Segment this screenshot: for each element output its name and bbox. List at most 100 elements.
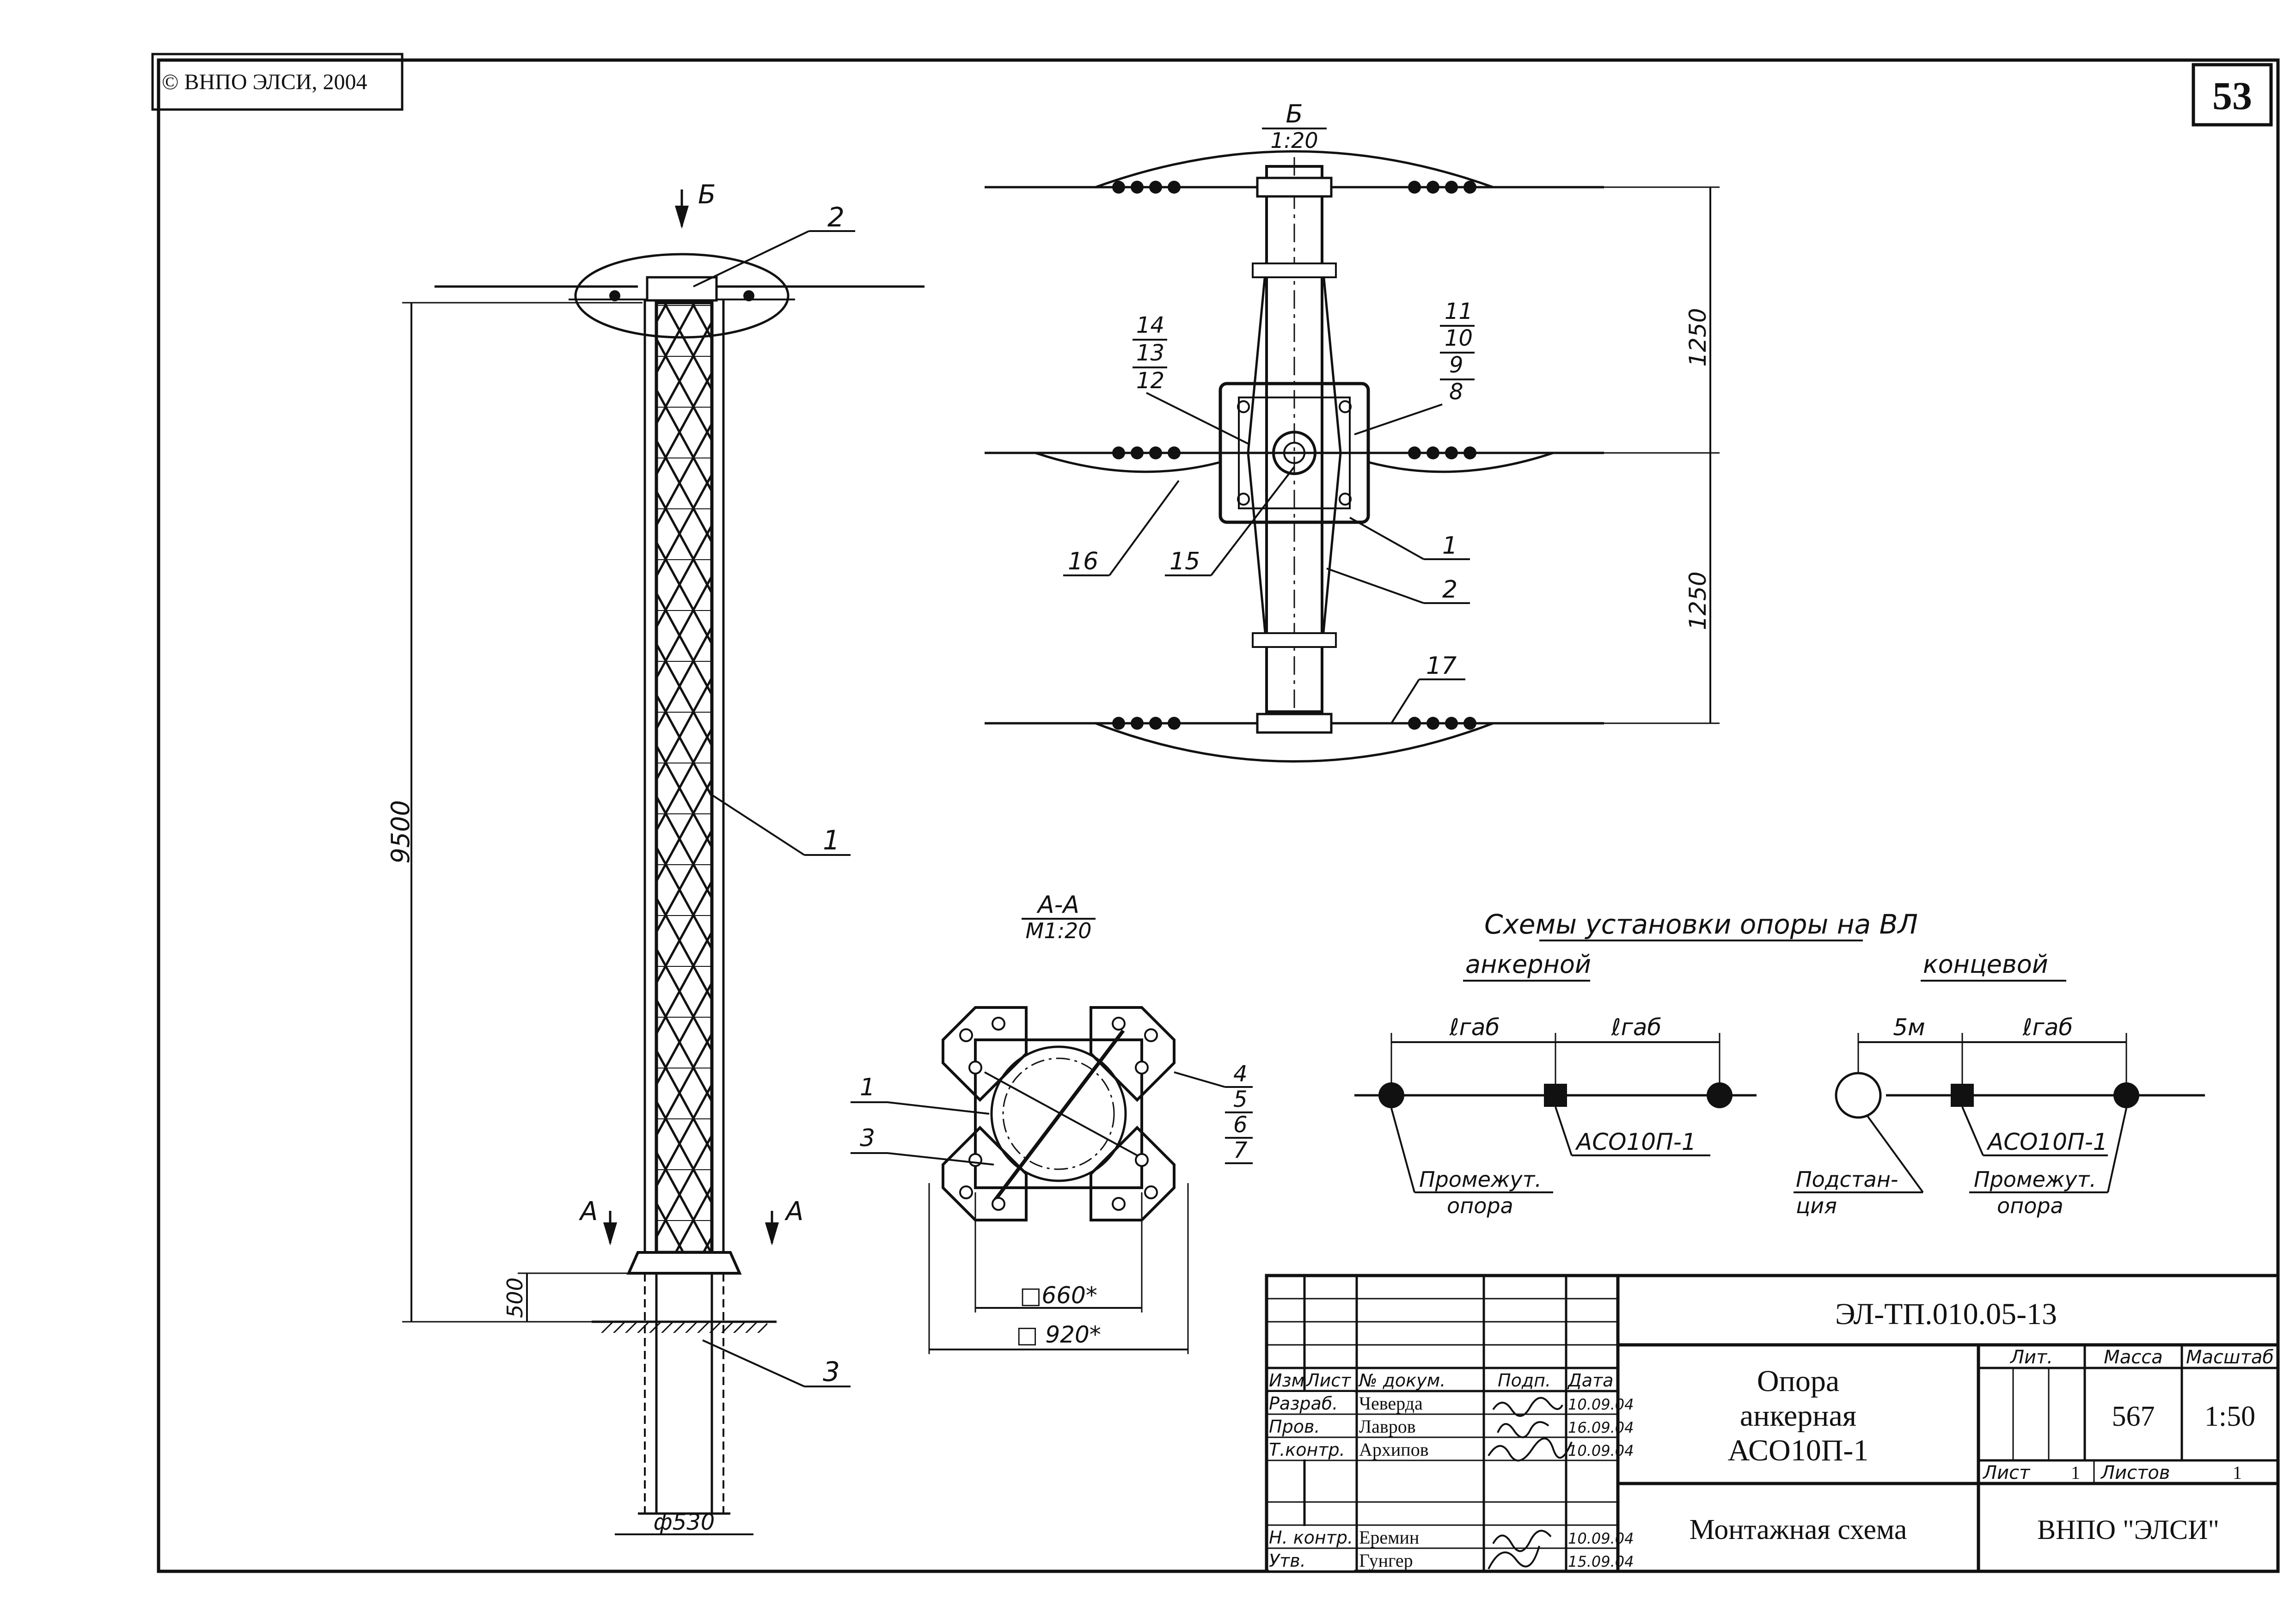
tb-role-3: Н. контр. xyxy=(1269,1527,1353,1548)
tb-name-0: Чеверда xyxy=(1359,1393,1423,1414)
plan-dim-lower: 1250 xyxy=(1684,571,1711,630)
plan-title: Б xyxy=(1286,99,1303,128)
section-title: А-А xyxy=(1036,891,1079,919)
section-callout-5: 5 xyxy=(1233,1087,1248,1112)
anchor-span-right: ℓгаб xyxy=(1611,1014,1661,1041)
tb-lit-label: Лит. xyxy=(2009,1347,2053,1368)
tb-date-0: 10.09.04 xyxy=(1568,1396,1634,1413)
column-base xyxy=(626,1251,742,1275)
terminal-pole-marker xyxy=(1951,1084,1974,1107)
section-dim-outer: □ 920* xyxy=(1016,1321,1101,1348)
tb-name-2: Архипов xyxy=(1359,1439,1429,1460)
view-b-label: Б xyxy=(698,180,716,210)
tb-sheets-label: Листов xyxy=(2100,1462,2170,1484)
title-block: Изм Лист № докум. Подп. Дата Разраб. Чев… xyxy=(1265,1274,2280,1573)
anchor-span-left: ℓгаб xyxy=(1449,1014,1500,1041)
insulator-right xyxy=(743,290,754,301)
title-block-frame xyxy=(1265,1274,2280,1573)
plan-callout-1: 1 xyxy=(1442,532,1457,560)
plan-dim-upper: 1250 xyxy=(1684,308,1711,366)
section-callout-6: 6 xyxy=(1233,1112,1248,1138)
section-pipe-axis xyxy=(1002,1057,1115,1170)
tb-code: ЭЛ-ТП.010.05-13 xyxy=(1835,1297,2057,1331)
plan-scale: 1:20 xyxy=(1270,128,1318,153)
tb-sheet-label: Лист xyxy=(1982,1462,2031,1484)
plan-view-b: Б 1:20 xyxy=(985,99,1720,763)
plan-clamp-top xyxy=(1256,177,1333,198)
plan-callout-12-leader xyxy=(1146,392,1249,445)
terminal-substation xyxy=(1835,1072,1882,1119)
plan-callout-15-leader xyxy=(1210,466,1295,576)
tb-role-0: Разраб. xyxy=(1269,1393,1338,1414)
sheet-frame xyxy=(157,58,2280,1573)
tb-scale-label: Масштаб xyxy=(2186,1347,2274,1368)
terminal-intermediate-l2: опора xyxy=(1997,1193,2063,1218)
plan-pole-band-2 xyxy=(1252,632,1337,648)
tb-sheet-value: 1 xyxy=(2071,1462,2080,1483)
insulator-strings xyxy=(1112,181,1476,730)
plan-callout-13: 13 xyxy=(1136,340,1164,366)
plan-callout-8-leader xyxy=(1354,403,1443,435)
plan-callout-12: 12 xyxy=(1136,368,1164,394)
section-square xyxy=(974,1038,1143,1189)
section-callout-1: 1 xyxy=(860,1074,875,1101)
section-a-left-label: А xyxy=(579,1197,598,1227)
plan-bolt-1 xyxy=(1237,400,1250,413)
terminal-pole-label: АСО10П-1 xyxy=(1986,1129,2108,1155)
section-callout-3: 3 xyxy=(860,1124,875,1152)
section-brace-1 xyxy=(992,1029,1125,1203)
copyright-box xyxy=(151,53,404,111)
callout-2-leader xyxy=(693,230,809,287)
plan-callout-14: 14 xyxy=(1136,312,1164,338)
tb-sheets-value: 1 xyxy=(2233,1462,2242,1483)
section-a-a: А-А М1:20 4 5 6 7 1 3 xyxy=(851,891,1253,1354)
terminal-span-right: ℓгаб xyxy=(2022,1014,2073,1041)
anchor-heading: анкерной xyxy=(1465,950,1591,979)
tb-name-4: Гунгер xyxy=(1359,1550,1413,1571)
callout-3: 3 xyxy=(823,1356,840,1387)
section-brace-2 xyxy=(984,1071,1138,1156)
callout-2: 2 xyxy=(827,201,845,233)
anchor-pole-marker xyxy=(1544,1084,1567,1107)
section-callout-4: 4 xyxy=(1233,1061,1248,1087)
section-a-right-label: А xyxy=(784,1197,803,1227)
section-scale: М1:20 xyxy=(1026,918,1092,943)
plan-callout-1-leader xyxy=(1349,517,1424,560)
tb-name-1: Лавров xyxy=(1359,1416,1416,1437)
tb-org: ВНПО "ЭЛСИ" xyxy=(2037,1514,2219,1545)
plan-wire-bottom-loop xyxy=(1095,722,1494,763)
dim-diameter: ф530 xyxy=(654,1509,715,1535)
tb-role-4: Утв. xyxy=(1269,1551,1306,1571)
insulator-left xyxy=(609,290,620,301)
ground-hatch xyxy=(601,1323,767,1333)
callout-3-leader xyxy=(702,1339,805,1387)
terminal-span-left: 5м xyxy=(1893,1014,1925,1041)
terminal-intermediate-leader xyxy=(2107,1108,2127,1193)
tb-date-2: 10.09.04 xyxy=(1568,1442,1634,1459)
tb-scale-value: 1:50 xyxy=(2204,1401,2255,1432)
plan-bolt-4 xyxy=(1339,493,1352,506)
dim-500: 500 xyxy=(502,1277,527,1318)
section-corner-tl xyxy=(942,1006,1028,1102)
tb-head-date: Дата xyxy=(1567,1370,1613,1391)
copyright-text: © ВНПО ЭЛСИ, 2004 xyxy=(162,70,367,94)
anchor-pole-label: АСО10П-1 xyxy=(1575,1129,1696,1155)
anchor-intermediate-l2: опора xyxy=(1447,1193,1513,1218)
tb-name-line3: АСО10П-1 xyxy=(1728,1434,1869,1467)
section-pipe xyxy=(990,1045,1127,1182)
plan-wire-top-loop xyxy=(1095,150,1494,189)
plan-callout-17-leader xyxy=(1390,678,1420,724)
lattice-column xyxy=(655,301,714,1254)
section-callout-7: 7 xyxy=(1233,1137,1248,1163)
tb-name-line2: анкерная xyxy=(1740,1399,1856,1433)
tb-role-2: Т.контр. xyxy=(1269,1440,1345,1460)
plan-callout-11: 11 xyxy=(1445,299,1473,324)
tb-date-3: 10.09.04 xyxy=(1568,1530,1634,1547)
terminal-substation-leader xyxy=(1867,1115,1924,1193)
section-callout-4-leader xyxy=(1174,1071,1225,1088)
anchor-intermediate-pole-right xyxy=(1707,1082,1733,1108)
section-corner-br xyxy=(1090,1125,1176,1221)
anchor-intermediate-pole-left xyxy=(1378,1082,1404,1108)
plan-callout-17: 17 xyxy=(1426,652,1457,680)
